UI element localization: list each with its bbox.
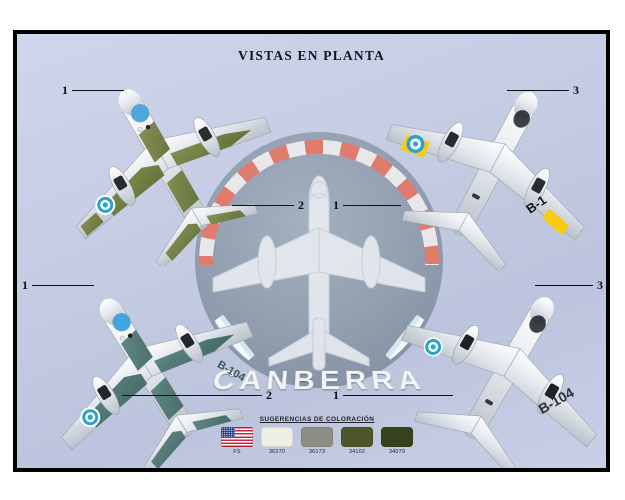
color-swatch [301,427,333,447]
leader-line [232,204,294,206]
leader-line [343,394,453,396]
legend-chip-label: 36173 [308,448,326,455]
legend-chip-label: 34102 [348,448,366,455]
legend-chip-label: FS [233,448,241,455]
callout-bottom-mid: 2 [122,389,272,401]
callout-bottom-right: 1 [333,389,453,401]
legend-title: SUGERENCIAS DE COLORACIÓN [259,416,375,423]
callout-label: 3 [573,83,579,97]
canberra-silhouette-icon [212,175,426,371]
aircraft-top-right-silver: B-1 [385,91,585,270]
leader-line [343,204,401,206]
callout-right-lower: 3 [535,279,603,291]
callout-center-right: 1 [333,199,401,211]
us-flag-icon [221,427,253,447]
aircraft-top-left-green-camo [75,89,272,266]
callout-label: 1 [333,198,339,212]
leader-line [535,284,593,286]
callout-label: 3 [597,278,603,292]
aircraft-marking-bottom-left: B-104 [215,359,248,385]
callout-label: 1 [333,388,339,402]
legend-chip-36270: 36270 [261,427,293,455]
aircraft-bottom-right-silver: B-104 [400,297,597,468]
callout-label: 2 [298,198,304,212]
legend-chip-36173: 36173 [301,427,333,455]
callout-bottom-left: 1 [22,279,94,291]
aircraft-bottom-left-teal-camo: B-104 [61,298,254,468]
page-title: VISTAS EN PLANTA [238,48,385,63]
legend-chip-fs: FS [221,427,253,455]
color-swatch [341,427,373,447]
leader-line [72,89,124,91]
sheet-inner: CANBERRA VISTAS EN PLANTA [17,34,606,468]
legend-chips: FS 36270 36173 34102 34079 [217,427,417,455]
leader-line [507,89,569,91]
flag-stars [221,427,235,438]
legend-chip-label: 34079 [388,448,406,455]
callout-label: 1 [22,278,28,292]
legend-chip-34102: 34102 [341,427,373,455]
callout-center-left: 2 [232,199,304,211]
legend-chip-34079: 34079 [381,427,413,455]
callout-top-right: 3 [507,84,579,96]
color-swatch [381,427,413,447]
callout-label: 1 [62,83,68,97]
legend-chip-label: 36270 [268,448,286,455]
color-swatch [261,427,293,447]
color-legend: SUGERENCIAS DE COLORACIÓN FS 36270 36173 [217,416,417,455]
leader-line [32,284,94,286]
callout-label: 2 [266,388,272,402]
leader-line [122,394,262,396]
callout-top-left: 1 [62,84,124,96]
instruction-sheet: CANBERRA VISTAS EN PLANTA [13,30,610,472]
